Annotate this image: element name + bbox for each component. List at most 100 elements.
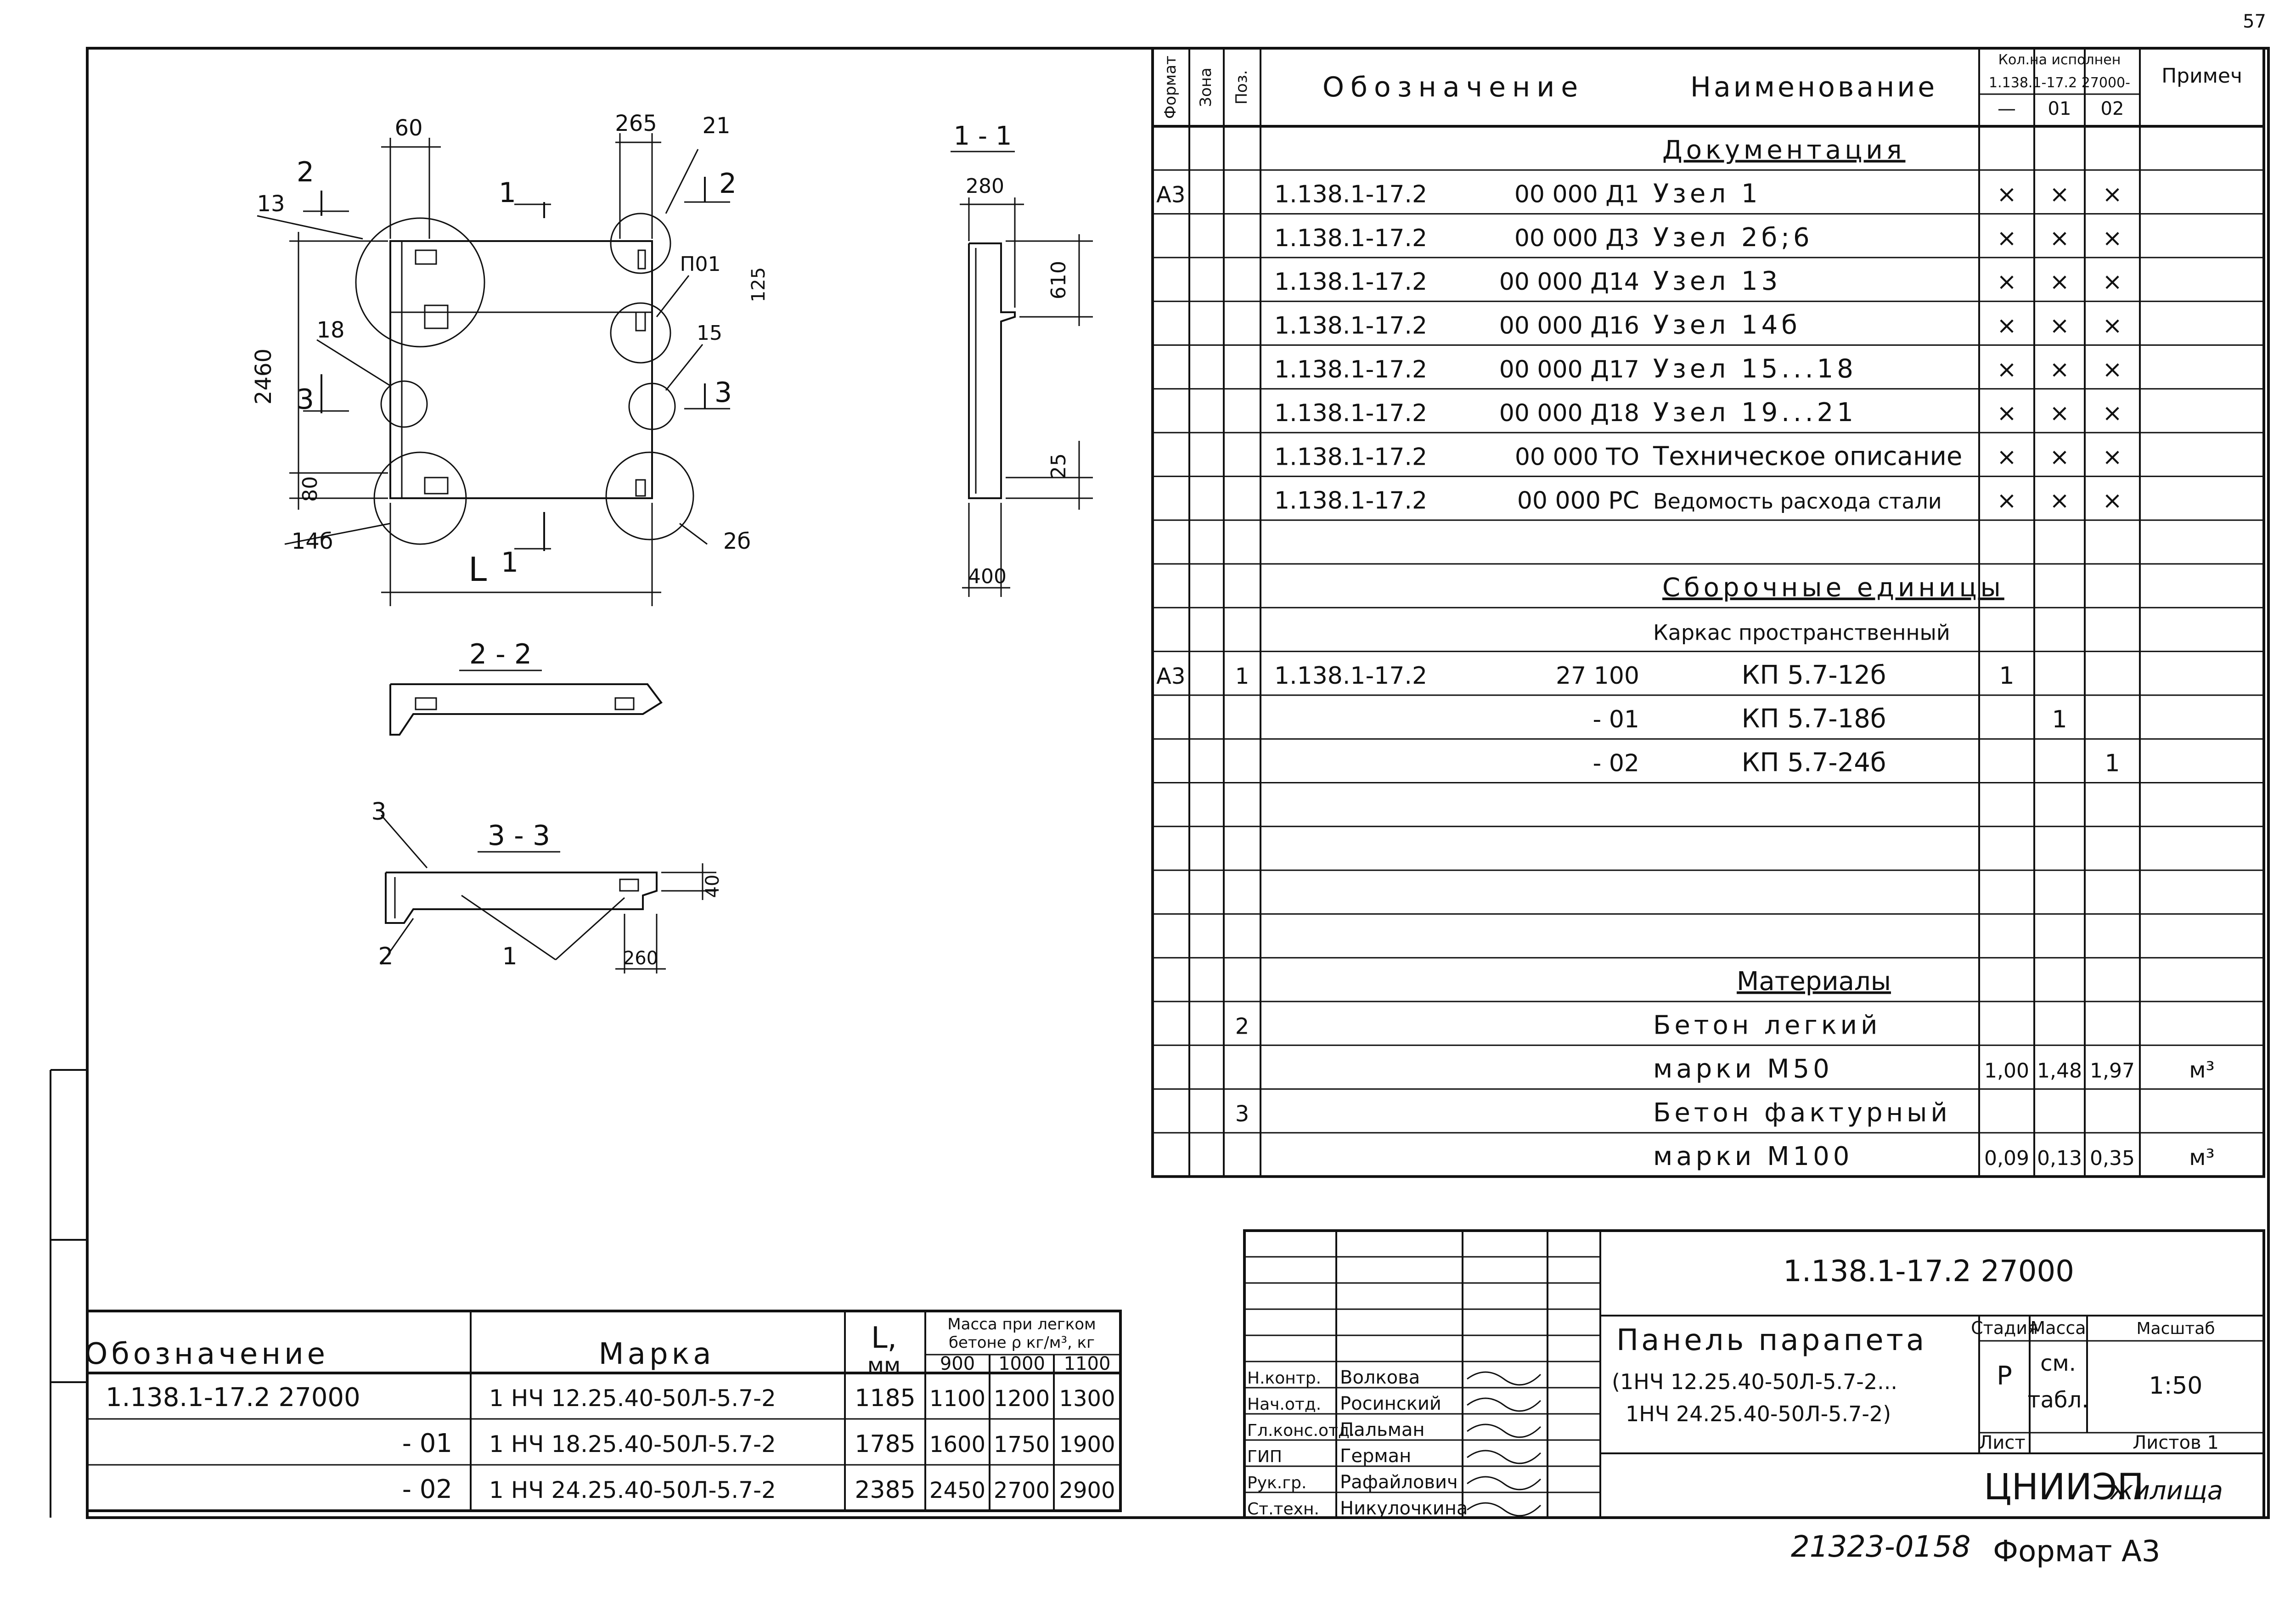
svg-text:2: 2: [297, 156, 314, 188]
spec-row-qty: ×: [2049, 356, 2070, 383]
label-15: 15: [697, 321, 722, 345]
marks-row-designation: - 02: [402, 1474, 452, 1504]
signer-role: Рук.гр.: [1247, 1474, 1306, 1492]
signer-name: Рафайлович: [1340, 1472, 1458, 1493]
dim-125: 125: [748, 267, 769, 302]
header-name: Наименование: [1690, 71, 1937, 103]
spec-row-qty: ×: [2102, 181, 2122, 208]
signature: [1467, 1476, 1542, 1491]
dim-400: 400: [968, 565, 1007, 588]
stage-value: Р: [1997, 1361, 2012, 1391]
marks-row-L: 2385: [855, 1476, 915, 1504]
spec-row-designation: 1.138.1-17.2: [1274, 356, 1427, 383]
spec-row-code: - 01: [1593, 706, 1639, 733]
section-1-1: 1 - 1 280 610 25 400: [951, 121, 1093, 597]
spec-row-qty: ×: [1997, 400, 2017, 427]
spec-row-qty: 1,48: [2037, 1059, 2082, 1083]
spec-row-qty: ×: [2102, 356, 2122, 383]
signer-role: ГИП: [1247, 1447, 1282, 1466]
spec-row-qty: ×: [2049, 225, 2070, 252]
label-L: L: [468, 550, 487, 589]
spec-row-qty: ×: [2102, 400, 2122, 427]
spec-row-name: Документация: [1662, 135, 1905, 165]
label-2b: 2б: [723, 529, 751, 554]
spec-row-name: Узел 2б;6: [1653, 223, 1813, 253]
signer-name: Герман: [1340, 1446, 1411, 1467]
dim-610: 610: [1047, 261, 1070, 299]
header-qty-col: 01: [2048, 98, 2071, 119]
label-p01: П01: [680, 253, 720, 276]
spec-row-qty: ×: [2049, 487, 2070, 515]
spec-row-code: 00 000 Д16: [1499, 312, 1639, 340]
spec-row-qty: ×: [2102, 312, 2122, 340]
header-qty-col: 02: [2101, 98, 2124, 119]
dim-80: 80: [298, 476, 322, 502]
dim-2460: 2460: [251, 349, 276, 405]
section-3-3-title: 3 - 3: [488, 820, 550, 852]
spec-row-name: Узел 13: [1653, 266, 1781, 296]
dim-60: 60: [394, 115, 422, 141]
marks-header-density: 1100: [1064, 1353, 1111, 1374]
spec-row-qty: 1,97: [2090, 1059, 2135, 1083]
org-name-2: жилища: [2109, 1476, 2223, 1506]
header-qty-title: Кол.на исполнен: [1998, 52, 2121, 68]
spec-row-qty: 0,35: [2090, 1147, 2135, 1170]
title-code: 1.138.1-17.2 27000: [1783, 1255, 2074, 1289]
spec-row-code: 00 000 ТО: [1515, 443, 1639, 471]
spec-row-designation: 1.138.1-17.2: [1274, 181, 1427, 208]
org-name: ЦНИИЭП: [1984, 1467, 2144, 1508]
callout-3: 3: [371, 798, 386, 826]
spec-row-designation: 1.138.1-17.2: [1274, 487, 1427, 515]
spec-row-note: м³: [2189, 1058, 2214, 1083]
spec-row-code: 00 000 Д14: [1499, 268, 1639, 296]
spec-row-qty: 1: [1999, 662, 2014, 690]
marks-row-mass: 1200: [994, 1386, 1050, 1412]
stage-label: Стадия: [1971, 1318, 2038, 1338]
section-2-2: 2 - 2: [389, 638, 663, 736]
spec-row-designation: 1.138.1-17.2: [1274, 312, 1427, 340]
header-qty-col: —: [1998, 98, 2016, 119]
spec-row-name: Материалы: [1737, 967, 1891, 996]
spec-row-qty: ×: [1997, 312, 2017, 340]
marks-row-mass: 1300: [1059, 1386, 1115, 1412]
header-pos: Поз.: [1232, 70, 1251, 104]
spec-row-qty: 1,00: [1984, 1059, 2029, 1083]
label-13: 13: [257, 191, 285, 217]
signature: [1467, 1502, 1542, 1517]
spec-row-designation: 1.138.1-17.2: [1274, 662, 1427, 690]
spec-row-qty: ×: [1997, 225, 2017, 252]
marks-row-mass: 2900: [1059, 1478, 1115, 1503]
spec-row-qty: 0,13: [2037, 1147, 2082, 1170]
spec-row-code: 00 000 Д18: [1499, 400, 1639, 427]
spec-row-format: А3: [1156, 182, 1185, 208]
marks-header-mark: Марка: [599, 1337, 715, 1371]
footer: 21323-01 58 Формат А3: [1791, 1530, 2161, 1569]
signer-role: Н.контр.: [1247, 1369, 1321, 1388]
spec-row-code: 00 000 Д17: [1499, 356, 1639, 383]
spec-row-qty: ×: [1997, 356, 2017, 383]
marks-row-L: 1185: [855, 1384, 915, 1412]
signature: [1467, 1424, 1542, 1438]
spec-row-qty: ×: [2102, 268, 2122, 296]
spec-row-designation: 1.138.1-17.2: [1274, 400, 1427, 427]
spec-row-designation: 1.138.1-17.2: [1274, 268, 1427, 296]
spec-row-name: Узел 15...18: [1653, 354, 1857, 384]
spec-row-qty: ×: [1997, 181, 2017, 208]
marks-row-mark: 1 НЧ 12.25.40-50Л-5.7-2: [489, 1385, 776, 1412]
marks-row-L: 1785: [855, 1430, 915, 1458]
callout-1: 1: [502, 943, 517, 970]
dim-280: 280: [966, 174, 1004, 198]
spec-row-pos: 3: [1235, 1101, 1249, 1127]
scale-label: Масштаб: [2136, 1319, 2215, 1338]
signature: [1467, 1397, 1542, 1412]
mass-value-2: табл.: [2028, 1387, 2089, 1413]
spec-row-qty: ×: [1997, 443, 2017, 471]
signer-name: Росинский: [1340, 1393, 1441, 1414]
detail-circle-13: [355, 217, 485, 348]
spec-row-code: 00 000 РС: [1517, 487, 1639, 515]
title-subtitle: 1НЧ 24.25.40-50Л-5.7-2): [1626, 1401, 1891, 1426]
